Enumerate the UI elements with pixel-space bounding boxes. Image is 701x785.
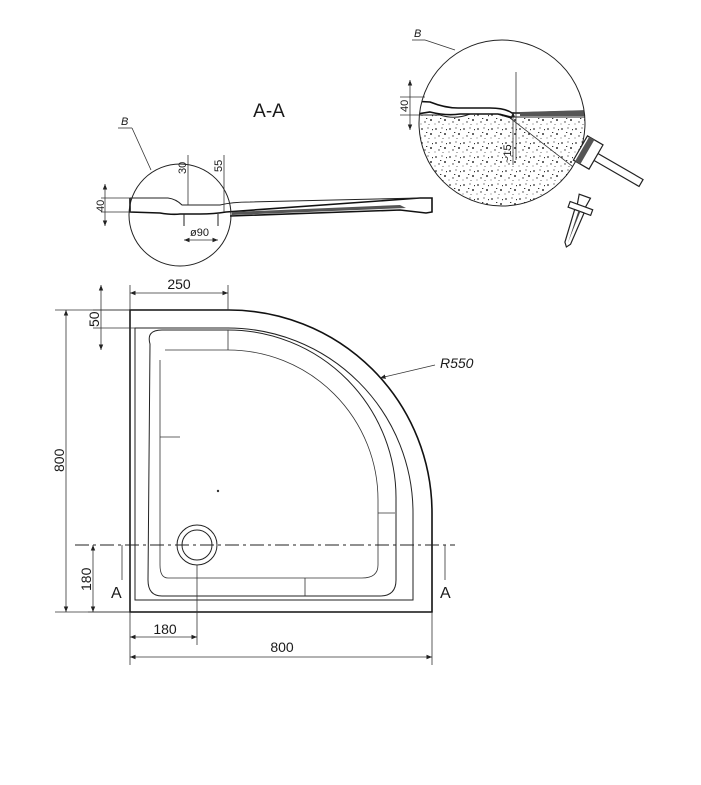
leader-line: [424, 39, 456, 51]
detail-circle-small: B 40 30 55 ø90: [95, 116, 232, 267]
hammer-icon: [572, 135, 644, 188]
dim-drain-y: 180: [78, 567, 94, 591]
dim-depth-large: ~15: [502, 144, 514, 163]
dim-rim: 50: [86, 311, 102, 327]
section-mark-left: A: [111, 585, 122, 602]
dim-drain-diameter: ø90: [190, 227, 209, 239]
detail-label: B: [121, 116, 128, 128]
dim-width: 800: [270, 639, 294, 655]
dim-height-small: 40: [95, 200, 107, 212]
dim-55: 55: [213, 160, 225, 172]
section-title: A-A: [253, 101, 285, 122]
radius-label: R550: [440, 355, 474, 371]
dim-30: 30: [177, 162, 189, 174]
detail-label: B: [414, 28, 421, 40]
plan-view: A A R550 250 50 800 180 180 800: [51, 276, 474, 665]
section-mark-right: A: [440, 585, 451, 602]
anchor-icon: [564, 193, 594, 248]
tray-outline: [129, 309, 433, 613]
leader-line: [131, 127, 152, 171]
dim-height-large: 40: [399, 100, 411, 112]
detail-circle-large: B 40 ~15: [399, 28, 644, 248]
detail-outline: [128, 163, 232, 267]
dim-depth: 800: [51, 448, 67, 472]
dim-flat-width: 250: [167, 276, 191, 292]
detail-outline: [418, 39, 586, 207]
section-view: [129, 197, 433, 226]
dim-drain-x: 180: [153, 621, 177, 637]
